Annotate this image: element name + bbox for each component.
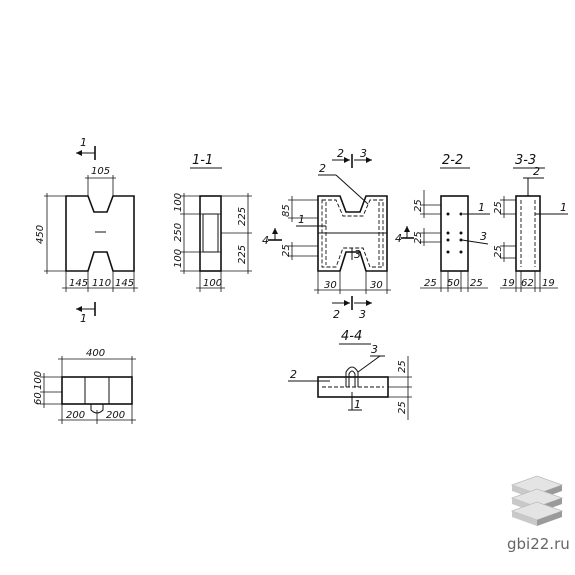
section-1-1-title: 1-1 bbox=[192, 153, 213, 168]
dim-plan-left-bottom: 60 bbox=[33, 392, 44, 405]
dim-2-2-top: 25 bbox=[413, 199, 424, 212]
mark-top-3: 3 bbox=[360, 147, 367, 160]
callout-1: 1 bbox=[298, 213, 305, 226]
reinforcement-view: 2 3 2 1 85 25 4 3 30 30 bbox=[262, 147, 391, 321]
dim-bottom-left: 145 bbox=[69, 278, 88, 289]
dim-bottom-30-right: 30 bbox=[370, 280, 383, 291]
dim-4-4-bottom: 25 bbox=[397, 401, 408, 414]
logo bbox=[510, 475, 564, 526]
dim-85: 85 bbox=[281, 204, 292, 217]
mark-bottom-3: 3 bbox=[359, 308, 366, 321]
section-3-3-callout-1: 1 bbox=[560, 201, 567, 214]
section-2-2-callout-1: 1 bbox=[478, 201, 485, 214]
dim-2-2-bottom-mid: 50 bbox=[447, 278, 460, 289]
elevation-view: 105 450 145 110 145 1 1 bbox=[35, 136, 138, 325]
dim-2-2-bottom-left: 25 bbox=[424, 278, 437, 289]
section-3-3-title: 3-3 bbox=[515, 153, 536, 168]
section-2-2: 2-2 25 25 4 1 3 25 bbox=[395, 153, 490, 292]
dim-3-3-top: 25 bbox=[493, 201, 504, 214]
dim-1-1-width: 100 bbox=[203, 278, 222, 289]
dim-plan-bottom-left: 200 bbox=[66, 410, 85, 421]
dim-bottom-mid: 110 bbox=[92, 278, 111, 289]
section-4-4: 4-4 2 3 1 25 25 bbox=[288, 329, 412, 420]
dim-1-1-right-bottom: 225 bbox=[237, 245, 248, 264]
dim-plan-bottom-right: 200 bbox=[106, 410, 125, 421]
section-4-4-callout-3: 3 bbox=[371, 343, 378, 356]
dim-plan-left-top: 100 bbox=[33, 371, 44, 390]
dim-3-3-bottom-right: 19 bbox=[542, 278, 555, 289]
plan-view: 400 100 60 200 200 bbox=[33, 348, 136, 424]
dim-2-2-bottom-right: 25 bbox=[470, 278, 483, 289]
dim-1-1-top: 100 bbox=[173, 193, 184, 212]
dim-2-2-mid: 25 bbox=[413, 231, 424, 244]
section-1-1: 1-1 100 250 100 225 225 100 bbox=[173, 153, 252, 292]
mark-top-2: 2 bbox=[337, 147, 344, 160]
mark-bottom-2: 2 bbox=[333, 308, 340, 321]
callout-3: 3 bbox=[354, 248, 361, 261]
section-2-2-title: 2-2 bbox=[442, 153, 463, 168]
dim-1-1-mid: 250 bbox=[173, 223, 184, 242]
dim-1-1-bottom: 100 bbox=[173, 249, 184, 268]
callout-2: 2 bbox=[319, 162, 326, 175]
section-4-mark: 4 bbox=[262, 234, 269, 247]
section-2-2-4-mark: 4 bbox=[395, 232, 402, 245]
section-3-3-callout-2: 2 bbox=[533, 165, 540, 178]
dim-25: 25 bbox=[281, 244, 292, 257]
section-4-4-title: 4-4 bbox=[341, 329, 362, 344]
dim-height: 450 bbox=[35, 225, 46, 244]
dim-bottom-30-left: 30 bbox=[324, 280, 337, 291]
section-mark-bottom: 1 bbox=[80, 312, 87, 325]
section-mark-top: 1 bbox=[80, 136, 87, 149]
dim-top-width: 105 bbox=[91, 166, 110, 177]
section-4-4-callout-1: 1 bbox=[354, 398, 361, 411]
dim-4-4-top: 25 bbox=[397, 360, 408, 373]
watermark-text: gbi22.ru bbox=[507, 535, 570, 553]
block-outline bbox=[65, 195, 135, 272]
dim-plan-width: 400 bbox=[86, 348, 105, 359]
dim-3-3-mid: 25 bbox=[493, 245, 504, 258]
section-3-3: 3-3 2 1 25 25 19 62 19 bbox=[493, 153, 568, 292]
dim-3-3-bottom-left: 19 bbox=[502, 278, 515, 289]
section-4-4-callout-2: 2 bbox=[290, 368, 297, 381]
section-2-2-callout-3: 3 bbox=[480, 230, 487, 243]
dim-1-1-right-top: 225 bbox=[237, 207, 248, 226]
dim-3-3-bottom-mid: 62 bbox=[521, 278, 534, 289]
dim-bottom-right: 145 bbox=[115, 278, 134, 289]
